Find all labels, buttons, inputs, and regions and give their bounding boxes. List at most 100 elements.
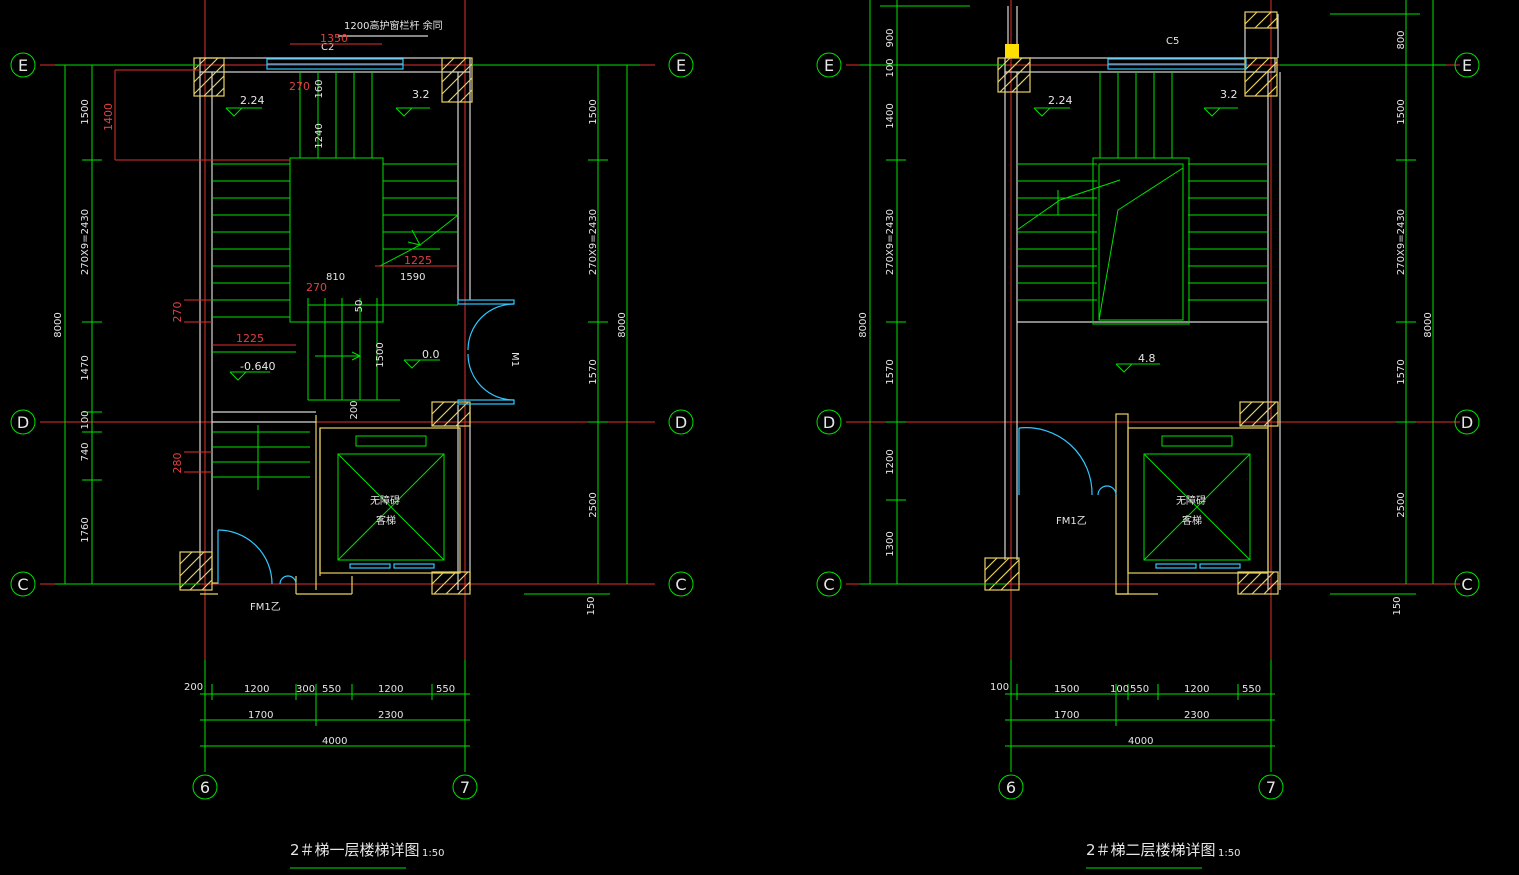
dim-l-740: 740 [80, 442, 91, 461]
svg-text:6: 6 [1006, 778, 1016, 797]
dim-b-4000: 4000 [322, 736, 347, 747]
dim-r-1570: 1570 [588, 359, 599, 384]
note-1590: 1590 [400, 272, 425, 283]
svg-text:D: D [17, 413, 29, 432]
upper-landing-lines-2 [1099, 72, 1173, 158]
svg-text:D: D [675, 413, 687, 432]
note-160: 160 [314, 79, 325, 98]
dim2-b-1700: 1700 [1054, 710, 1079, 721]
dim2-l-8000: 8000 [858, 312, 869, 337]
elevator-car [337, 435, 445, 569]
elevator-car-2 [1143, 435, 1251, 569]
dim2-l-100: 100 [885, 58, 896, 77]
axis-bubble-e-left: E [10, 52, 36, 78]
svg-text:C: C [17, 575, 28, 594]
note-200: 200 [349, 400, 360, 419]
axis-bubble-e-left-2: E [816, 52, 842, 78]
dim2-b-550a: 550 [1130, 684, 1149, 695]
dim2-b-2300: 2300 [1184, 710, 1209, 721]
plan-title-second: 2＃梯二层楼梯详图 [1086, 841, 1216, 859]
dim-b-1700: 1700 [248, 710, 273, 721]
dim-r-2430: 270X9=2430 [588, 209, 599, 275]
axis-bubble-e-right: E [668, 52, 694, 78]
dim-l-2430: 270X9=2430 [80, 209, 91, 275]
red-1225a: 1225 [404, 254, 432, 267]
axis-bubble-d-left-2: D [816, 409, 842, 435]
dims-bottom-lines-2 [1005, 684, 1275, 747]
level-224-2: 2.24 [1048, 94, 1073, 107]
direction-arrows-2 [1016, 167, 1184, 321]
columns [179, 57, 473, 595]
red-270a: 270 [289, 80, 310, 93]
dims-left-lines [55, 64, 200, 585]
level-marks-2 [1033, 107, 1238, 373]
level-224: 2.24 [240, 94, 265, 107]
note-50: 50 [354, 300, 365, 313]
door-fm1-right [1018, 427, 1117, 496]
svg-text:D: D [823, 413, 835, 432]
stair-well [289, 157, 384, 323]
svg-text:C: C [823, 575, 834, 594]
level-marks [225, 107, 440, 381]
direction-arrows [212, 214, 459, 361]
dim2-l-2430: 270X9=2430 [885, 209, 896, 275]
red-dims-lines [114, 43, 458, 473]
upper-landing-lines [299, 72, 373, 158]
dim-b-2300: 2300 [378, 710, 403, 721]
svg-text:6: 6 [200, 778, 210, 797]
level-00: 0.0 [422, 348, 440, 361]
dims-left-lines-2 [860, 0, 1005, 585]
dim2-r-1500: 1500 [1396, 99, 1407, 124]
red-1400: 1400 [102, 103, 115, 131]
dim2-l-900: 900 [885, 28, 896, 47]
plan-scale-first: 1:50 [422, 848, 444, 859]
elevator-label-2: 客梯 [376, 514, 396, 527]
svg-text:7: 7 [1266, 778, 1276, 797]
label-c5: C5 [1166, 36, 1179, 47]
red-270b: 270 [306, 281, 327, 294]
axis-bubble-c-right: C [668, 571, 694, 597]
columns-2 [984, 11, 1279, 595]
red-270c: 270 [171, 302, 184, 323]
walls-2 [1004, 6, 1281, 595]
stair-flight-right [383, 163, 458, 250]
dim2-r-150: 150 [1392, 596, 1403, 615]
svg-text:7: 7 [460, 778, 470, 797]
axis-bubble-d-left: D [10, 409, 36, 435]
dims-right-lines-2 [1280, 0, 1446, 595]
dim-r-2500: 2500 [588, 492, 599, 517]
svg-text:C: C [1461, 575, 1472, 594]
elevator-label-1: 无障碍 [370, 494, 400, 507]
dim-r-150: 150 [586, 596, 597, 615]
note-1500: 1500 [375, 342, 386, 367]
axis-bubble-e-right-2: E [1454, 52, 1480, 78]
dims-right-lines [472, 64, 640, 595]
axis-bubble-6-2: 6 [998, 774, 1024, 800]
axis-bubble-c-right-2: C [1454, 571, 1480, 597]
svg-text:E: E [1462, 56, 1472, 75]
dim-b-1200a: 1200 [244, 684, 269, 695]
axis-lines [40, 0, 655, 772]
dim-l-1760: 1760 [80, 517, 91, 542]
plan-first-floor: E E D D C C 6 7 [10, 0, 694, 869]
dim2-b-100b: 100 [1110, 684, 1129, 695]
axis-bubble-7: 7 [452, 774, 478, 800]
dim2-l-1300: 1300 [885, 531, 896, 556]
stair-flight-right-2 [1188, 163, 1268, 301]
dim-l-1500: 1500 [80, 99, 91, 124]
dim-l-1470: 1470 [80, 355, 91, 380]
level-32: 3.2 [412, 88, 430, 101]
plan-second-floor: E E D D C C 6 7 C5 [816, 0, 1480, 869]
dim2-l-1200: 1200 [885, 449, 896, 474]
red-1350: 1350 [320, 32, 348, 45]
svg-text:D: D [1461, 413, 1473, 432]
window-c2 [266, 58, 404, 70]
dim2-b-1500: 1500 [1054, 684, 1079, 695]
dim-b-200: 200 [184, 682, 203, 693]
rail-note: 1200高护窗栏杆 余同 [344, 19, 443, 32]
stair-flight-left-2 [1017, 163, 1097, 301]
entry-steps [212, 425, 310, 490]
axis-bubble-d-right: D [668, 409, 694, 435]
dims-bottom-lines [200, 684, 470, 747]
